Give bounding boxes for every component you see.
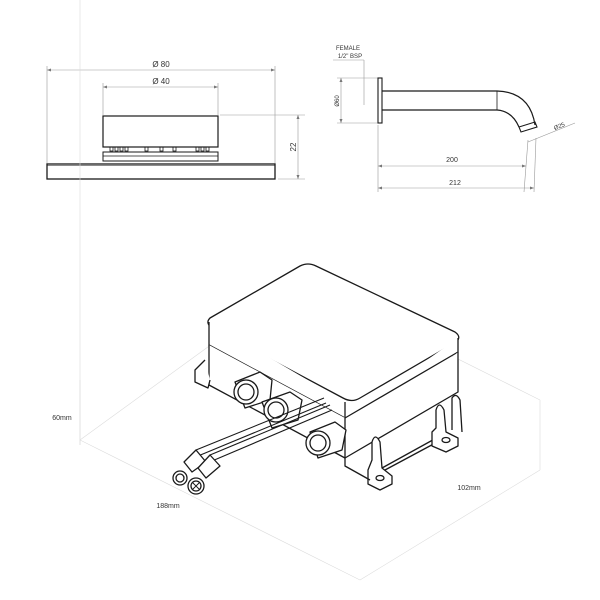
female-note-line1: FEMALE [336,46,360,52]
dim-height-60mm-label: 60mm [52,415,72,422]
dim-length-188mm-label: 188mm [156,503,180,510]
control-box-isometric [172,263,463,495]
dim-200-label: 200 [446,157,458,164]
dimension-lines [333,59,576,193]
dim-212-label: 212 [449,180,461,187]
dim-outer-diameter-label: Ø 80 [152,60,170,69]
dim-height-label: 22 [289,142,298,151]
spout-side-view [333,59,576,193]
dim-depth-102mm-label: 102mm [457,485,481,492]
dim-flange-diameter-label: Ø60 [335,95,341,107]
plate-elevation-view [46,66,305,180]
dimension-lines [46,66,305,180]
dim-inner-diameter-label: Ø 40 [152,77,170,86]
dim-outlet-diameter-label: Ø25 [553,122,566,132]
female-note-line2: 1/2" BSP [338,54,362,60]
